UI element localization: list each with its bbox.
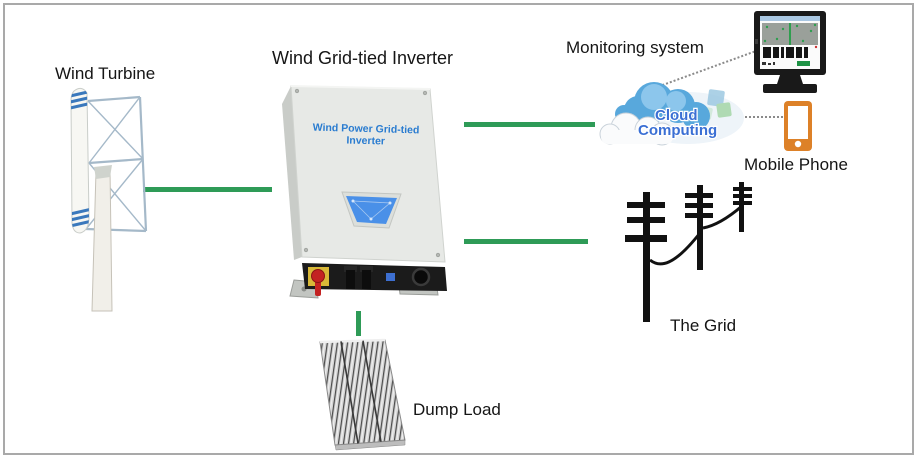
inverter-top-edge <box>290 85 431 90</box>
connector-turbine-to-inverter <box>143 187 272 192</box>
inverter-front-text: Wind Power Grid-tied Inverter <box>313 122 420 148</box>
monitor-green-bar <box>797 61 810 66</box>
cloud-back-highlight <box>641 84 686 111</box>
phone-home-button <box>794 140 802 148</box>
grid-wires <box>649 204 743 266</box>
monitoring-system-label: Monitoring system <box>566 38 704 57</box>
inverter-icon: Wind Power Grid-tied Inverter <box>282 85 447 299</box>
inverter-screws <box>294 88 441 258</box>
cloud-text: Cloud Computing <box>637 106 719 141</box>
inverter-cable-glands <box>344 266 373 289</box>
monitor-screen-titlebar <box>760 16 820 21</box>
connector-inverter-to-cloud <box>464 122 595 127</box>
phone-screen <box>788 106 808 139</box>
monitor-icon <box>754 11 826 93</box>
turbine-truss <box>85 95 148 233</box>
wind-turbine-icon <box>70 87 148 312</box>
inverter-label: Wind Grid-tied Inverter <box>272 48 454 68</box>
mobile-phone-icon <box>784 101 812 151</box>
dump-load-label: Dump Load <box>413 400 501 419</box>
dumpload-fins <box>319 339 406 446</box>
cloud-text-line1: Cloud <box>655 107 698 124</box>
monitor-green-divider <box>789 23 791 45</box>
monitor-chart-panel-right <box>791 23 818 45</box>
wind-turbine-label: Wind Turbine <box>55 64 156 83</box>
grid-icon <box>625 182 752 322</box>
inverter-display-dots <box>351 199 392 221</box>
inverter-front-face <box>290 85 446 263</box>
diagram-border <box>3 3 914 455</box>
dumpload-seams <box>340 340 382 444</box>
grid-pole-2 <box>685 185 713 270</box>
inverter-terminal-band <box>302 263 447 291</box>
connector-inverter-to-grid <box>464 239 588 244</box>
cloud-text-line2: Computing <box>638 122 717 139</box>
inverter-side-face <box>282 86 302 260</box>
inverter-switch-knob <box>311 269 325 283</box>
turbine-hub <box>94 165 112 179</box>
turbine-blade <box>70 87 90 234</box>
turbine-pole <box>91 168 113 312</box>
dumpload-top-edge <box>319 338 386 344</box>
the-grid-label: The Grid <box>670 316 737 335</box>
connector-inverter-to-dumpload <box>356 311 361 336</box>
cloud-front <box>599 112 674 146</box>
monitor-green-dots <box>763 23 817 43</box>
monitor-block-row <box>763 47 808 58</box>
dump-load-icon <box>319 338 406 451</box>
inverter-display-lines <box>351 200 392 220</box>
monitor-stand-neck <box>777 75 803 84</box>
monitor-stand-base <box>763 84 817 93</box>
mobile-phone-label: Mobile Phone <box>744 155 848 174</box>
dotted-link-cloud-to-phone <box>732 116 783 118</box>
inverter-blue-connector <box>386 273 395 281</box>
monitor-red-dot <box>814 45 818 49</box>
inverter-front-text-line1: Wind Power Grid-tied <box>313 122 420 137</box>
monitor-button <box>755 39 758 44</box>
grid-pole-1 <box>625 192 667 322</box>
cloud-computing-icon: Cloud Computing <box>599 82 744 146</box>
inverter-round-connector <box>411 267 431 287</box>
monitor-tiny-text-marks <box>762 62 775 65</box>
inverter-front-text-line2: Inverter <box>346 134 385 147</box>
